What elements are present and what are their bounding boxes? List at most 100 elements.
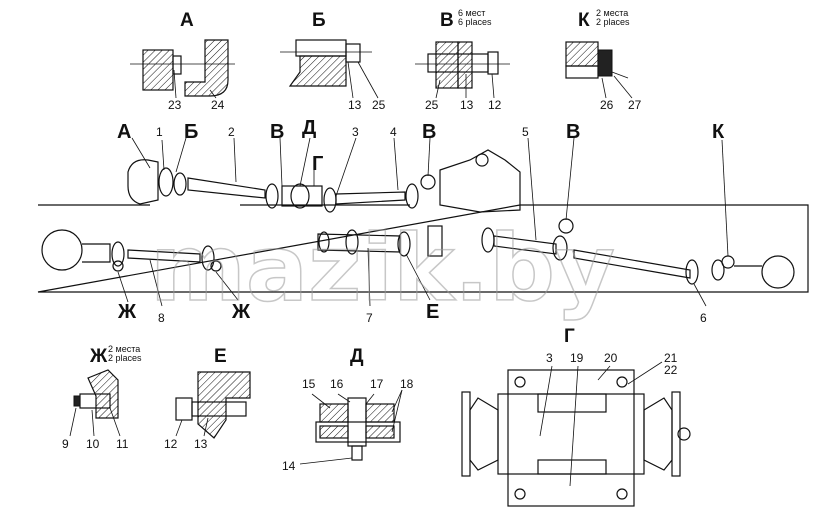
detail-view-a: А 23 24 bbox=[130, 10, 235, 112]
callout-2: 2 bbox=[228, 125, 235, 139]
bolt-head bbox=[345, 43, 361, 63]
view-k-count-ru: 2 места bbox=[596, 8, 628, 18]
detail-view-e: Е 12 13 bbox=[164, 346, 251, 451]
callout-3b: 3 bbox=[546, 351, 553, 365]
rubber-pad-left bbox=[319, 403, 349, 423]
main-leaders bbox=[117, 137, 729, 307]
callout-25: 25 bbox=[372, 98, 386, 112]
label-v-1: В bbox=[270, 121, 284, 143]
view-v-count-ru: 6 мест bbox=[458, 8, 485, 18]
callout-8: 8 bbox=[158, 311, 165, 325]
rubber-pad-right bbox=[365, 403, 395, 423]
view-e-title: Е bbox=[214, 346, 227, 367]
shaft-5 bbox=[493, 235, 557, 255]
shaft-3 bbox=[335, 191, 406, 205]
label-k: К bbox=[712, 121, 725, 143]
label-d: Д bbox=[302, 117, 316, 139]
label-v-2: В bbox=[422, 121, 436, 143]
callout-25b: 25 bbox=[425, 98, 439, 112]
callout-18: 18 bbox=[400, 377, 414, 391]
rear-axle-hub bbox=[761, 255, 795, 289]
yoke-right bbox=[643, 397, 673, 471]
callout-7: 7 bbox=[366, 311, 373, 325]
lower-driveline bbox=[41, 218, 795, 289]
bearing-body bbox=[497, 393, 645, 475]
flange-section bbox=[197, 371, 251, 439]
flange-section bbox=[565, 41, 599, 67]
bracket-section bbox=[184, 39, 229, 97]
flange-right bbox=[457, 41, 473, 89]
detail-view-g: Г 3 19 20 21 22 bbox=[461, 326, 691, 507]
view-zh-count-en: 2 places bbox=[108, 353, 142, 363]
callout-22: 22 bbox=[664, 363, 678, 377]
callout-19: 19 bbox=[570, 351, 584, 365]
callout-6: 6 bbox=[700, 311, 707, 325]
callout-27: 27 bbox=[628, 98, 642, 112]
callout-24: 24 bbox=[211, 98, 225, 112]
view-k-title: К bbox=[578, 10, 590, 31]
yoke-section bbox=[288, 55, 347, 87]
view-v-count-en: 6 places bbox=[458, 17, 492, 27]
callout-15: 15 bbox=[302, 377, 316, 391]
label-zh-2: Ж bbox=[231, 301, 251, 323]
label-g: Г bbox=[312, 153, 323, 175]
view-b-title: Б bbox=[312, 10, 326, 31]
bolt-head bbox=[172, 55, 182, 75]
flange-left bbox=[435, 41, 459, 89]
callout-11: 11 bbox=[116, 437, 129, 451]
view-g-title: Г bbox=[564, 326, 575, 347]
callout-13: 13 bbox=[348, 98, 362, 112]
callout-26: 26 bbox=[600, 98, 614, 112]
label-v-3: В bbox=[566, 121, 580, 143]
callout-13c: 13 bbox=[194, 437, 208, 451]
support-housing bbox=[507, 369, 635, 507]
callout-12: 12 bbox=[488, 98, 502, 112]
callout-13b: 13 bbox=[460, 98, 474, 112]
shaft-8 bbox=[127, 249, 201, 263]
nut bbox=[487, 51, 499, 75]
gearbox-flange bbox=[127, 159, 159, 205]
shaft-6 bbox=[573, 249, 691, 279]
label-b: Б bbox=[184, 121, 198, 143]
label-e: Е bbox=[426, 301, 439, 323]
detail-view-zh: Ж 2 места 2 places 9 10 11 bbox=[62, 344, 142, 451]
flange-top bbox=[295, 39, 347, 57]
callout-3: 3 bbox=[352, 125, 359, 139]
watermark: mazik.by bbox=[150, 215, 615, 322]
intermediate-support bbox=[281, 185, 323, 207]
yoke-left bbox=[469, 397, 499, 471]
shaft-2 bbox=[187, 177, 266, 199]
view-zh-count-ru: 2 места bbox=[108, 344, 140, 354]
callout-1: 1 bbox=[156, 125, 163, 139]
upper-driveline bbox=[127, 149, 521, 213]
view-v-title: В bbox=[440, 10, 454, 31]
callout-23: 23 bbox=[168, 98, 182, 112]
callout-17: 17 bbox=[370, 377, 384, 391]
label-zh-1: Ж bbox=[117, 301, 137, 323]
front-axle-hub bbox=[41, 229, 83, 271]
callout-14: 14 bbox=[282, 459, 296, 473]
detail-view-v: В 6 мест 6 places 25 13 12 bbox=[415, 8, 510, 112]
callout-4: 4 bbox=[390, 125, 397, 139]
view-zh-title: Ж bbox=[89, 346, 108, 367]
detail-view-k: К 2 места 2 places 26 27 bbox=[565, 8, 642, 112]
view-k-count-en: 2 places bbox=[596, 17, 630, 27]
callout-9: 9 bbox=[62, 437, 69, 451]
flange-section bbox=[142, 49, 174, 91]
callout-12b: 12 bbox=[164, 437, 178, 451]
callout-21: 21 bbox=[664, 351, 678, 365]
bolt-head bbox=[597, 49, 613, 77]
detail-view-b: Б 13 25 bbox=[280, 10, 386, 112]
transfer-case bbox=[439, 149, 521, 213]
flange-lower bbox=[565, 65, 599, 79]
view-a-title: А bbox=[180, 10, 194, 31]
support-base bbox=[315, 421, 401, 443]
callout-20: 20 bbox=[604, 351, 618, 365]
view-d-title: Д bbox=[350, 346, 364, 367]
callout-5: 5 bbox=[522, 125, 529, 139]
label-a: А bbox=[117, 121, 131, 143]
callout-16: 16 bbox=[330, 377, 344, 391]
callout-10: 10 bbox=[86, 437, 100, 451]
